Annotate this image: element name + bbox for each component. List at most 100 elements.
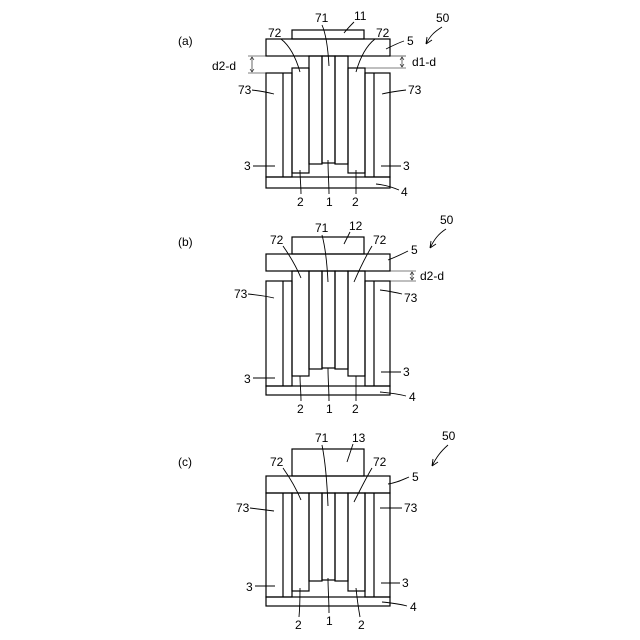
fin-right xyxy=(348,68,365,173)
ref-71-leader xyxy=(322,25,329,66)
top-part-ref: 12 xyxy=(349,219,363,233)
panel-b: (b) 50 12 5 d2-d 71 72 72 73 73 xyxy=(178,213,454,416)
dim-right-label: d2-d xyxy=(420,269,444,283)
ref-73-left: 73 xyxy=(236,501,250,515)
device-ref: 50 xyxy=(442,429,456,443)
ref-2-right: 2 xyxy=(352,195,359,209)
panel-label: (c) xyxy=(178,455,192,469)
inner-fin-left xyxy=(309,493,322,581)
top-part xyxy=(292,449,364,476)
ref-1-leader xyxy=(328,578,329,613)
ref-72-right-leader xyxy=(354,246,372,282)
device-ref-arrow xyxy=(432,445,448,466)
device-ref-arrow xyxy=(430,229,446,248)
ref-72-right-leader xyxy=(354,468,372,502)
plate-ref: 5 xyxy=(411,243,418,257)
ref-72-right: 72 xyxy=(373,455,387,469)
fin-left xyxy=(292,493,309,591)
plate xyxy=(266,254,390,271)
top-part xyxy=(292,237,364,254)
device-ref: 50 xyxy=(440,213,454,227)
ref-4: 4 xyxy=(410,600,417,614)
inner-fin-left xyxy=(309,271,322,369)
ref-4: 4 xyxy=(409,390,416,404)
ref-4: 4 xyxy=(401,185,408,199)
inner-fin-right xyxy=(335,493,348,581)
outer-wall-right xyxy=(365,281,390,386)
ref-1: 1 xyxy=(326,195,333,209)
center-core xyxy=(322,271,335,368)
panel-c: (c) 50 13 5 71 72 72 73 73 3 3 2 xyxy=(178,429,456,632)
top-part-ref: 13 xyxy=(352,431,366,445)
ref-73-right-leader xyxy=(382,90,406,94)
dim-right-label: d1-d xyxy=(412,55,436,69)
base-plate xyxy=(266,597,390,606)
plate-ref-leader xyxy=(388,477,409,484)
device-ref: 50 xyxy=(436,11,450,25)
inner-fin-right xyxy=(335,56,348,164)
ref-72-left: 72 xyxy=(270,233,284,247)
ref-2-left-leader xyxy=(300,376,301,401)
device-ref-arrow xyxy=(426,27,442,44)
outer-wall-right xyxy=(365,493,390,597)
inner-fin-left xyxy=(309,56,322,164)
ref-2-left: 2 xyxy=(297,402,304,416)
plate-ref: 5 xyxy=(412,470,419,484)
ref-73-left: 73 xyxy=(234,287,248,301)
panel-label: (a) xyxy=(178,34,193,48)
fin-left xyxy=(292,271,309,376)
ref-73-right: 73 xyxy=(404,291,418,305)
ref-72-right: 72 xyxy=(373,233,387,247)
ref-73-left-leader xyxy=(250,508,274,511)
ref-1-leader xyxy=(328,368,329,401)
plate-ref-leader xyxy=(386,41,404,49)
ref-71: 71 xyxy=(315,11,329,25)
ref-72-left: 72 xyxy=(268,26,282,40)
outer-wall-right xyxy=(365,73,390,177)
ref-3-left: 3 xyxy=(244,159,251,173)
outer-wall-left xyxy=(266,73,292,177)
ref-2-right-leader xyxy=(356,588,360,617)
ref-2-left: 2 xyxy=(295,618,302,632)
ref-72-left: 72 xyxy=(270,455,284,469)
base-plate xyxy=(266,386,390,395)
fin-right xyxy=(348,271,365,376)
panel-a: (a) 50 11 5 d2-d xyxy=(178,9,450,209)
ref-2-left-leader xyxy=(299,588,300,617)
ref-2-right: 2 xyxy=(352,402,359,416)
ref-73-right: 73 xyxy=(408,83,422,97)
plate-ref-leader xyxy=(388,251,408,260)
plate xyxy=(266,476,390,493)
panel-label: (b) xyxy=(178,235,193,249)
ref-73-left-leader xyxy=(252,90,274,94)
plate-ref: 5 xyxy=(407,34,414,48)
ref-71: 71 xyxy=(315,431,329,445)
ref-72-right: 72 xyxy=(376,26,390,40)
base-plate xyxy=(266,177,390,188)
ref-3-left: 3 xyxy=(246,580,253,594)
ref-1-leader xyxy=(328,160,329,194)
ref-3-right: 3 xyxy=(402,576,409,590)
ref-1: 1 xyxy=(326,614,333,628)
top-part-ref-leader xyxy=(344,232,350,244)
outer-wall-left xyxy=(266,493,292,597)
ref-2-left: 2 xyxy=(297,195,304,209)
ref-3-right: 3 xyxy=(403,159,410,173)
ref-73-right: 73 xyxy=(404,501,418,515)
ref-3-right: 3 xyxy=(403,365,410,379)
fin-left xyxy=(292,68,309,173)
ref-73-right-leader xyxy=(380,290,402,294)
dim-left-label: d2-d xyxy=(212,59,236,73)
top-part-ref: 11 xyxy=(354,9,367,23)
ref-3-left: 3 xyxy=(244,372,251,386)
ref-71: 71 xyxy=(315,221,329,235)
ref-4-leader xyxy=(376,184,399,190)
ref-2-right: 2 xyxy=(358,618,365,632)
inner-fin-right xyxy=(335,271,348,369)
fin-right xyxy=(348,493,365,591)
ref-2-left-leader xyxy=(300,170,301,194)
ref-71-leader xyxy=(322,235,328,282)
ref-1: 1 xyxy=(326,402,333,416)
top-part-ref-leader xyxy=(347,444,353,462)
